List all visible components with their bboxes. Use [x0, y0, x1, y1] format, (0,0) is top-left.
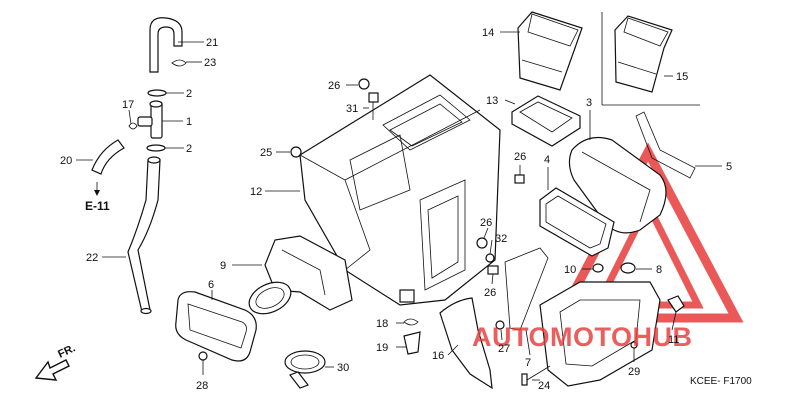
collar-10 [592, 263, 604, 273]
callout-31: 31 [346, 103, 358, 115]
option-box [601, 12, 700, 106]
callout-14: 14 [482, 27, 494, 39]
holder-13 [511, 95, 581, 147]
grommet-27 [495, 320, 505, 330]
callout-27: 27 [498, 343, 510, 355]
callout-30: 30 [337, 362, 349, 374]
screw-25 [290, 146, 302, 158]
callout-26-low: 26 [484, 287, 496, 299]
hose-20 [91, 139, 125, 175]
drain-plug-19 [403, 331, 421, 355]
callout-28: 28 [196, 380, 208, 392]
callout-23: 23 [204, 57, 216, 69]
clip-2-lower [146, 144, 166, 152]
leader-lines [76, 31, 722, 381]
callout-2-lower: 2 [186, 143, 192, 155]
watermark-text: AUTOMOTOHUB [472, 322, 693, 352]
callout-numbers: 21 23 2 17 1 2 20 22 26 31 25 12 9 6 28 … [60, 27, 732, 392]
callout-18: 18 [376, 318, 388, 330]
breather-hose-21 [149, 17, 183, 73]
stay-5 [635, 111, 696, 179]
callout-16: 16 [432, 350, 444, 362]
grommet-26-low [487, 265, 499, 275]
air-filter-element-4 [539, 187, 615, 257]
callout-22: 22 [86, 252, 98, 264]
clip-11 [667, 295, 685, 313]
grommet-26-mid [476, 237, 488, 249]
element-housing-3 [568, 137, 667, 234]
inlet-cover-14 [517, 11, 583, 91]
grommet-26-top [358, 78, 370, 90]
callout-10: 10 [564, 264, 576, 276]
air-cleaner-cover [539, 281, 661, 387]
ref-label-e11: E-11 [85, 199, 110, 213]
inlet-cover-15 [614, 15, 673, 93]
t-joint-1 [137, 100, 163, 139]
callout-26-top: 26 [328, 80, 340, 92]
air-cleaner-case-12 [299, 74, 501, 306]
callout-15: 15 [676, 71, 688, 83]
callout-29: 29 [628, 366, 640, 378]
clip-17 [128, 122, 138, 130]
callout-11: 11 [668, 334, 679, 346]
callout-5: 5 [726, 161, 732, 173]
callout-8: 8 [656, 264, 662, 276]
bolt-24 [521, 365, 551, 386]
callout-9: 9 [220, 260, 226, 272]
drawing-code: KCEE- F1700 [690, 376, 752, 387]
band-30 [284, 350, 326, 389]
seal-7 [504, 247, 549, 331]
clip-23 [171, 59, 187, 67]
callout-4: 4 [544, 154, 550, 166]
drain-hose-22 [127, 156, 161, 315]
callout-32: 32 [495, 233, 507, 245]
callout-26-right: 26 [514, 151, 526, 163]
callout-20: 20 [60, 155, 72, 167]
grommet-8 [620, 262, 636, 274]
screw-29 [630, 341, 638, 362]
clip-18 [403, 318, 419, 326]
callout-7: 7 [525, 357, 531, 369]
callout-17: 17 [122, 99, 134, 111]
callout-21: 21 [206, 37, 218, 49]
ref-arrow-e11 [94, 182, 100, 196]
direction-label: FR. [56, 342, 77, 360]
callout-12: 12 [250, 186, 262, 198]
bolt-31 [368, 92, 379, 120]
callout-2-upper: 2 [186, 88, 192, 100]
grommet-26-right [514, 174, 525, 184]
callout-24: 24 [538, 380, 550, 392]
callout-3: 3 [586, 97, 592, 109]
clip-2-upper [147, 89, 167, 97]
bolt-32 [485, 253, 495, 263]
screw-28 [198, 351, 208, 375]
gasket-6 [175, 291, 257, 362]
side-cover-16 [439, 297, 493, 390]
front-direction-arrow [34, 359, 70, 381]
connecting-tube-9 [248, 235, 353, 315]
callout-26-mid: 26 [480, 217, 492, 229]
callout-19: 19 [376, 342, 388, 354]
callout-6: 6 [208, 279, 214, 291]
callout-25: 25 [260, 147, 272, 159]
callout-13: 13 [486, 95, 498, 107]
callout-1: 1 [186, 116, 192, 128]
